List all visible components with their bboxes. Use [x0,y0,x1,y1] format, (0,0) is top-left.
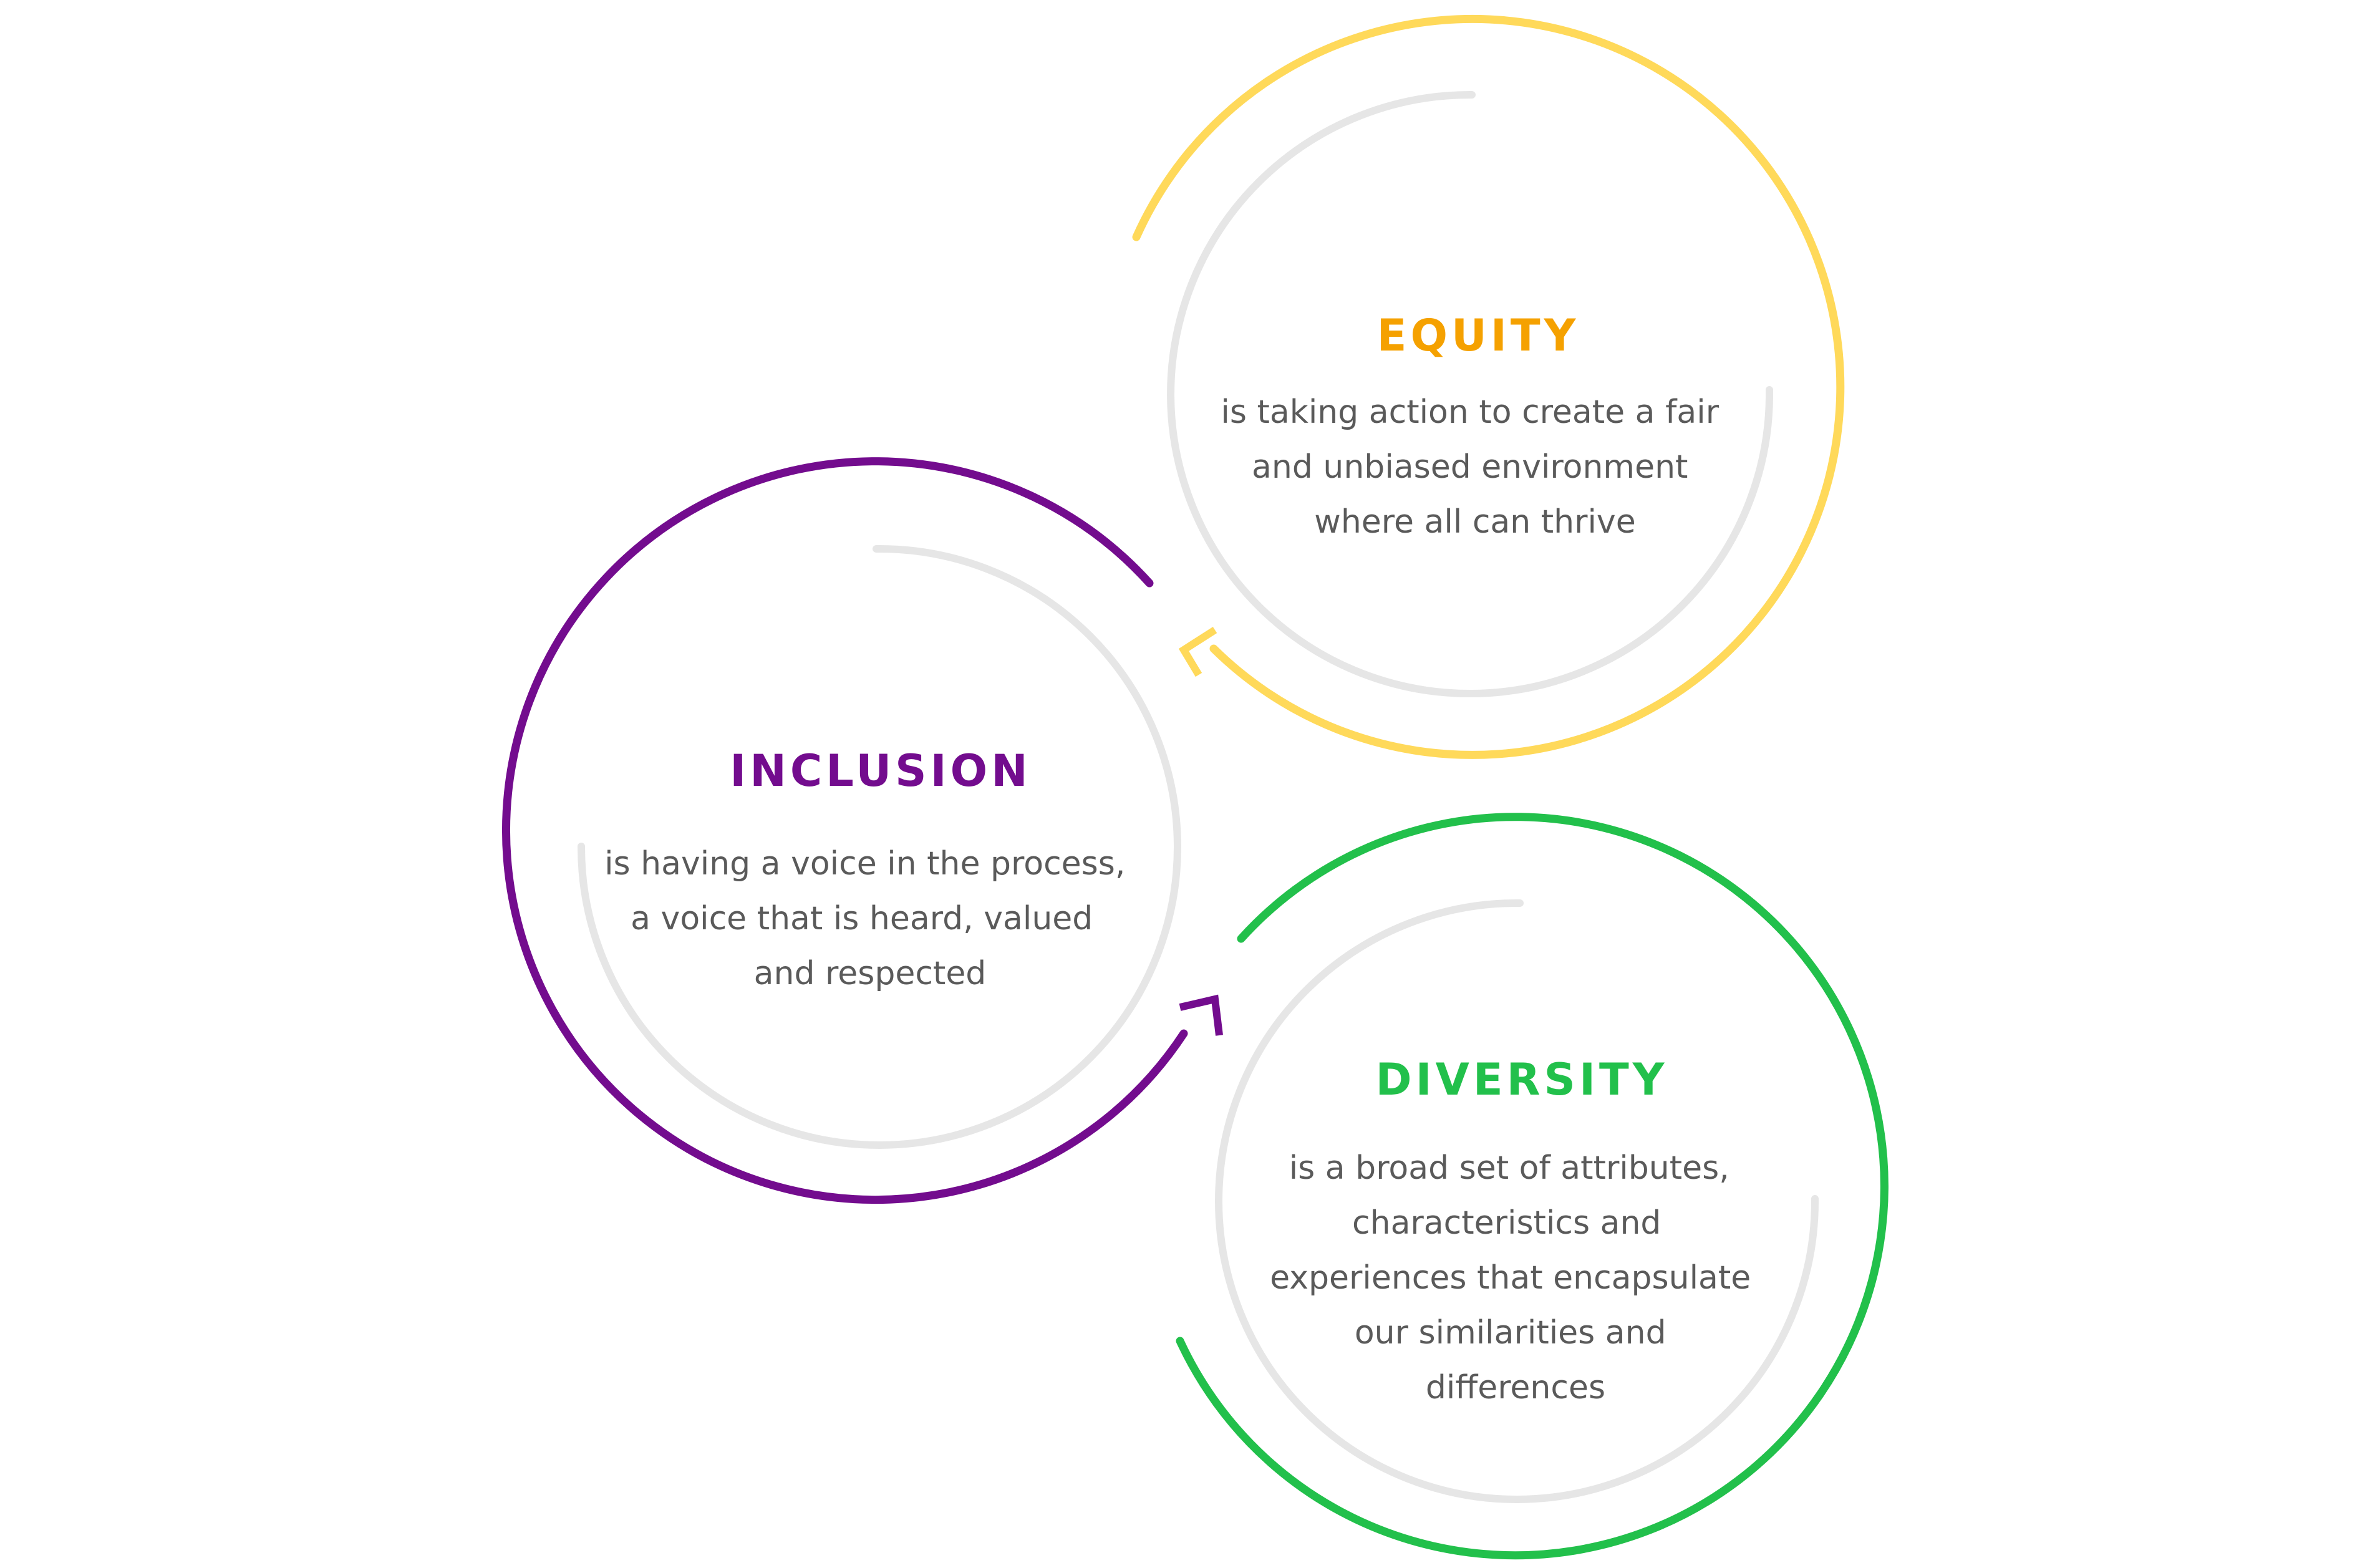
inclusion-description-line: is having a voice in the process, [604,845,1125,883]
diversity-circle: DIVERSITY is a broad set of attributes, … [1176,813,1889,1560]
diversity-description-line: experiences that encapsulate [1270,1259,1751,1297]
diversity-title: DIVERSITY [1376,1054,1668,1105]
diversity-inner-ring [1215,899,1819,1503]
equity-inner-ring [1167,90,1774,697]
diversity-description-line: is a broad set of attributes, [1289,1149,1729,1187]
diversity-description-line: characteristics and [1352,1204,1661,1242]
diversity-description-line: differences [1426,1369,1605,1406]
inclusion-description-line: a voice that is heard, valued [631,900,1093,937]
equity-circle: EQUITY is taking action to create a fair… [1132,14,1845,759]
equity-outer-ring [1132,14,1845,759]
equity-title: EQUITY [1377,310,1580,361]
inclusion-description-line: and respected [754,955,987,992]
equity-arrow-icon [1178,626,1217,677]
inclusion-circle: INCLUSION is having a voice in the proce… [501,457,1223,1204]
equity-description-line: is taking action to create a fair [1221,394,1719,431]
inclusion-title: INCLUSION [730,745,1032,796]
inclusion-outer-ring [501,457,1188,1204]
equity-description: is taking action to create a fair and un… [1221,394,1729,541]
diversity-description: is a broad set of attributes, characteri… [1270,1149,1761,1406]
equity-description-line: and unbiased environment [1252,448,1688,486]
inclusion-inner-ring [578,544,1181,1149]
inclusion-description: is having a voice in the process, a voic… [604,845,1136,992]
inclusion-arrow-icon [1179,994,1223,1036]
diversity-outer-ring [1176,813,1889,1560]
equity-description-line: where all can thrive [1314,503,1635,541]
diversity-description-line: our similarities and [1355,1314,1666,1352]
